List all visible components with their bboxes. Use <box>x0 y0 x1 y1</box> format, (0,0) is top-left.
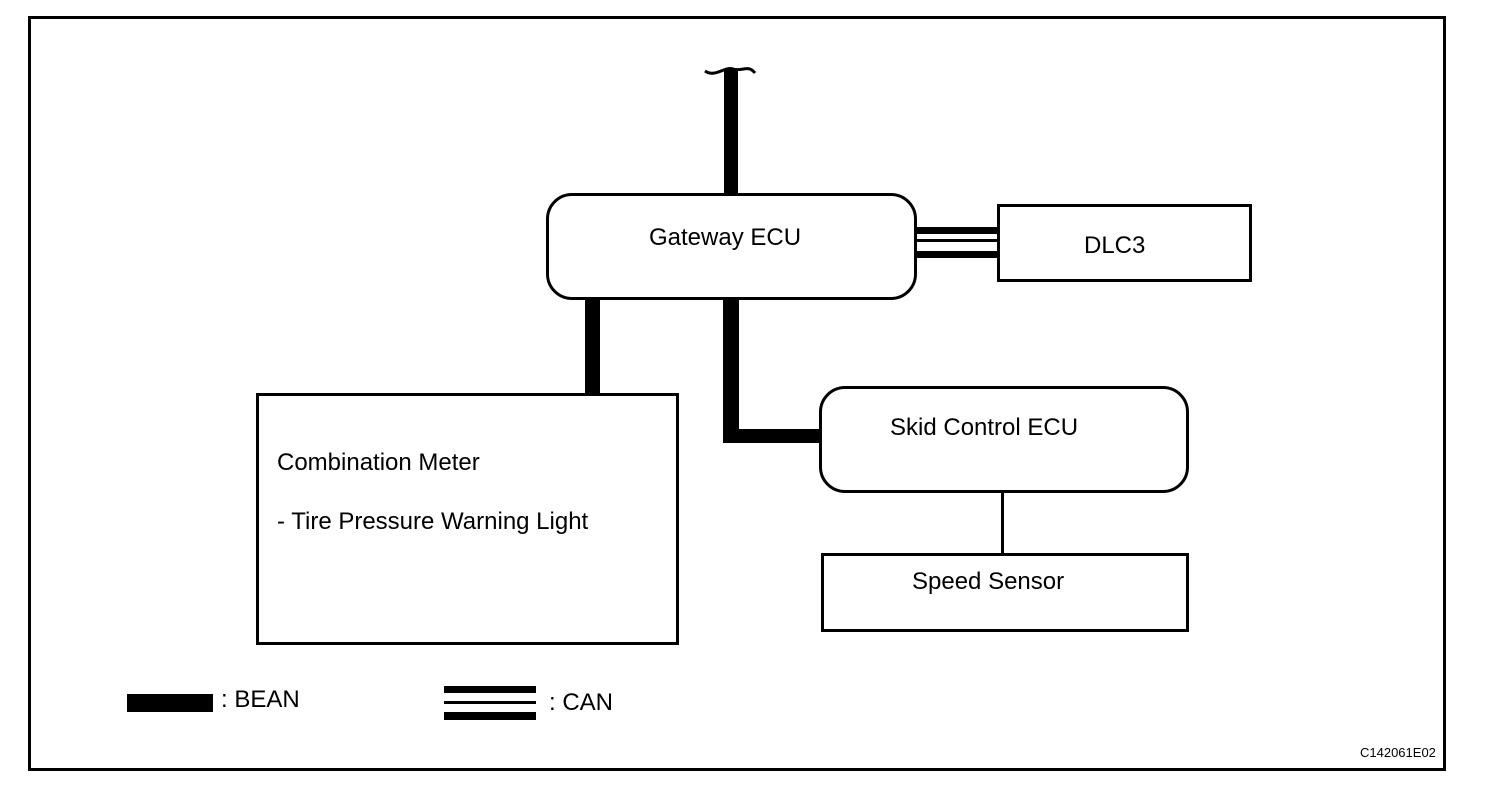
wire-break-mark-icon <box>704 67 757 75</box>
dlc3-label: DLC3 <box>1084 232 1146 259</box>
gateway-ecu-label: Gateway ECU <box>649 224 802 251</box>
can-line-gateway-to-dlc3 <box>915 227 999 258</box>
tire-pressure-warning-light-label: - Tire Pressure Warning Light <box>277 508 589 535</box>
wire-skid-to-speed-sensor <box>1001 490 1004 556</box>
speed-sensor-node <box>821 553 1189 632</box>
bean-line-gateway-to-skid <box>723 297 822 443</box>
bean-line-external-to-gateway <box>724 70 738 196</box>
skid-control-ecu-node <box>819 386 1189 493</box>
figure-code: C142061E02 <box>1360 745 1436 760</box>
legend-bean-label: : BEAN <box>221 686 300 713</box>
speed-sensor-label: Speed Sensor <box>912 568 1065 595</box>
legend-can-symbol <box>444 686 536 720</box>
skid-control-ecu-label: Skid Control ECU <box>890 414 1079 441</box>
bean-line-gateway-to-meter <box>585 297 600 395</box>
diagram-frame <box>28 16 1446 771</box>
legend-bean-symbol <box>127 694 213 712</box>
legend-can-label: : CAN <box>549 689 614 716</box>
combination-meter-label: Combination Meter <box>277 449 480 476</box>
dlc3-node <box>997 204 1252 282</box>
combination-meter-node <box>256 393 679 645</box>
gateway-ecu-node <box>546 193 917 300</box>
